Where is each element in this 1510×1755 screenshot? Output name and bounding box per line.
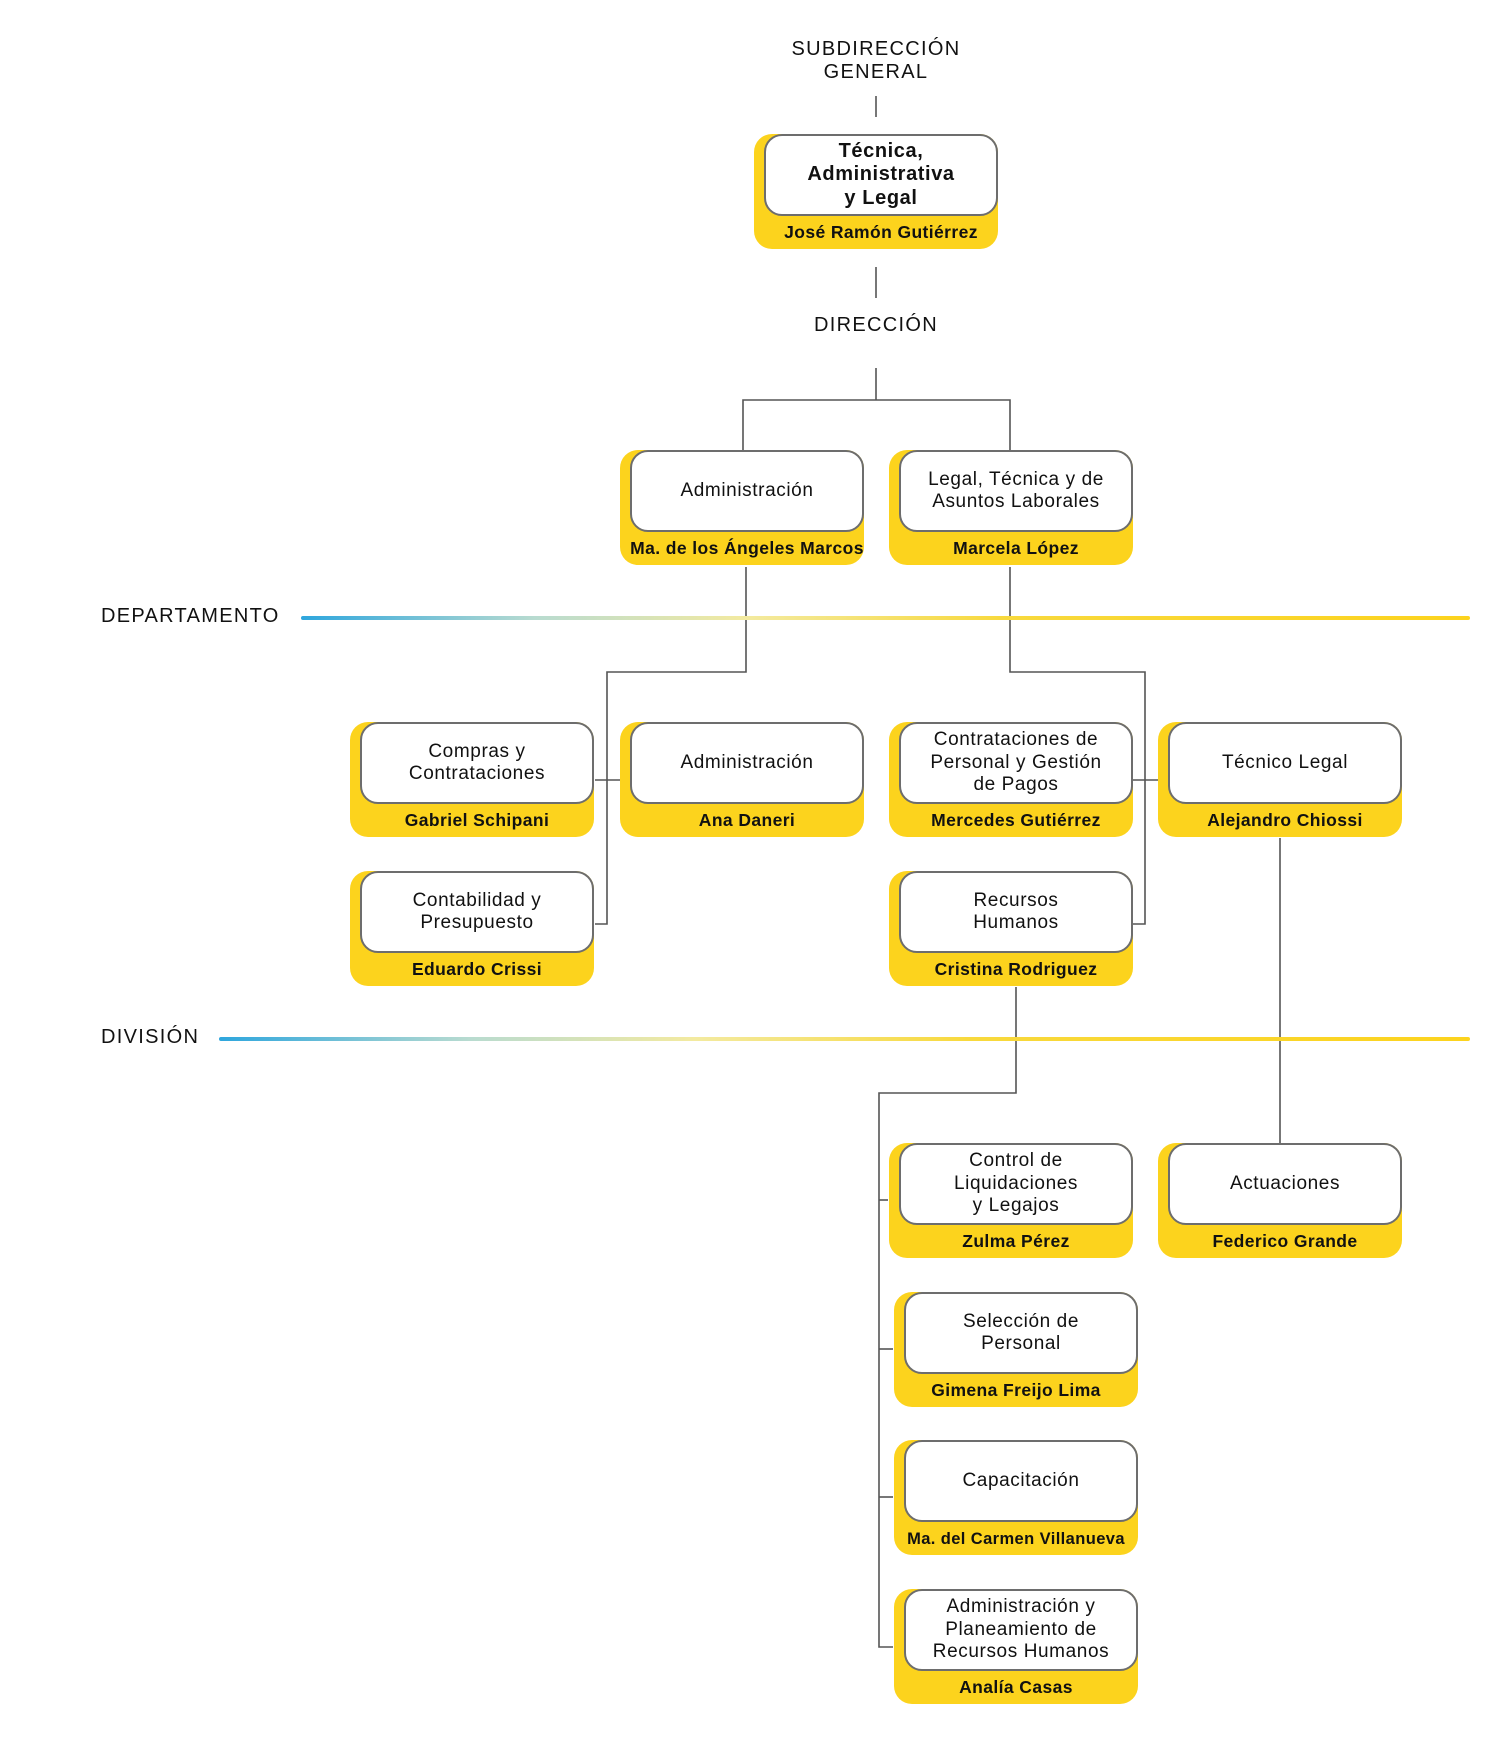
node-person: Ma. de los Ángeles Marcos [630, 538, 864, 558]
node-person: Zulma Pérez [962, 1231, 1070, 1251]
node-title: Actuaciones [1229, 1172, 1341, 1194]
node-title: Administración [680, 751, 814, 773]
node-person: Analía Casas [959, 1677, 1073, 1697]
node-title: Administración [680, 479, 814, 501]
node-title: Capacitación [962, 1469, 1080, 1491]
node-person: Federico Grande [1212, 1231, 1358, 1251]
division-divider [219, 1037, 1470, 1041]
node-person: Ana Daneri [698, 810, 796, 830]
node-title: Contabilidad y Presupuesto [412, 889, 542, 933]
node-title: Legal, Técnica y de Asuntos Laborales [928, 468, 1104, 512]
level-label-departamento: DEPARTAMENTO [101, 605, 280, 627]
node-person: Ma. del Carmen Villanueva [907, 1530, 1125, 1548]
node-person: Marcela López [953, 538, 1079, 558]
level-label-division: DIVISIÓN [101, 1026, 200, 1048]
node-title: Técnica, Administrativa y Legal [807, 139, 955, 209]
node-title: Técnico Legal [1221, 751, 1349, 773]
node-title: Control de Liquidaciones y Legajos [954, 1150, 1078, 1217]
departamento-divider [301, 616, 1470, 620]
node-person: Gabriel Schipani [404, 810, 550, 830]
node-person: Cristina Rodriguez [934, 959, 1098, 979]
node-title: Compras y Contrataciones [408, 740, 546, 784]
node-person: Gimena Freijo Lima [931, 1380, 1101, 1400]
level-label-subdireccion: SUBDIRECCIÓN GENERAL [791, 38, 961, 83]
node-person: José Ramón Gutiérrez [784, 222, 978, 242]
node-title: Recursos Humanos [973, 889, 1059, 933]
node-title: Administración y Planeamiento de Recurso… [932, 1596, 1110, 1663]
node-person: Mercedes Gutiérrez [931, 810, 1101, 830]
node-title: Contrataciones de Personal y Gestión de … [930, 729, 1102, 796]
node-person: Alejandro Chiossi [1207, 810, 1363, 830]
level-label-direccion: DIRECCIÓN [814, 314, 938, 336]
node-person: Eduardo Crissi [411, 959, 543, 979]
node-title: Selección de Personal [963, 1310, 1079, 1354]
